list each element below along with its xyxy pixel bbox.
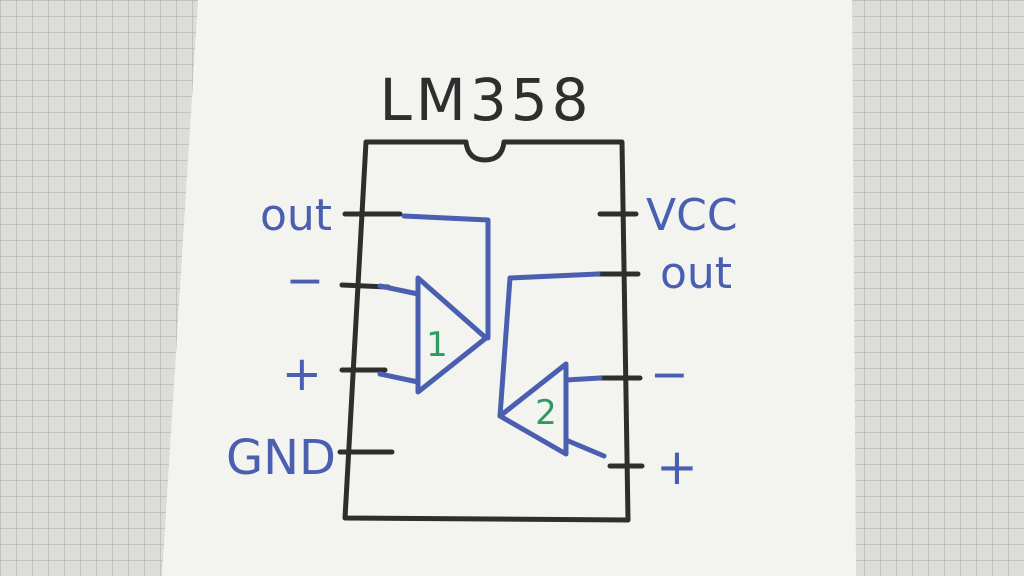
pin-1-label: out xyxy=(260,190,332,241)
opamp-2 xyxy=(497,271,607,459)
opamp-2-minus-wire xyxy=(563,375,603,383)
pin-4-label: GND xyxy=(226,430,336,486)
chip-title: LM358 xyxy=(379,66,592,134)
opamp-2-triangle xyxy=(497,361,569,457)
pin-7-label: out xyxy=(660,248,732,299)
opamp-2-output-wire xyxy=(497,271,601,419)
opamp-1-minus-wire xyxy=(377,283,421,297)
pin-8-label: VCC xyxy=(646,190,738,241)
opamp-1-plus-wire xyxy=(377,371,421,385)
opamp-2-label: 2 xyxy=(535,393,557,433)
pin-2-label: − xyxy=(285,253,324,307)
right-pin-stubs xyxy=(595,211,645,469)
left-pin-stubs xyxy=(337,211,403,455)
chip-body-outline xyxy=(342,139,631,523)
opamp-1-output-wire xyxy=(401,213,491,341)
opamp-1 xyxy=(377,213,491,395)
opamp-1-label: 1 xyxy=(426,325,448,365)
opamp-2-plus-wire xyxy=(563,437,607,459)
opamp-1-triangle xyxy=(415,275,489,395)
pin-3-label: + xyxy=(282,346,322,402)
pin-5-label: + xyxy=(656,438,698,496)
pin-6-label: − xyxy=(650,347,689,401)
